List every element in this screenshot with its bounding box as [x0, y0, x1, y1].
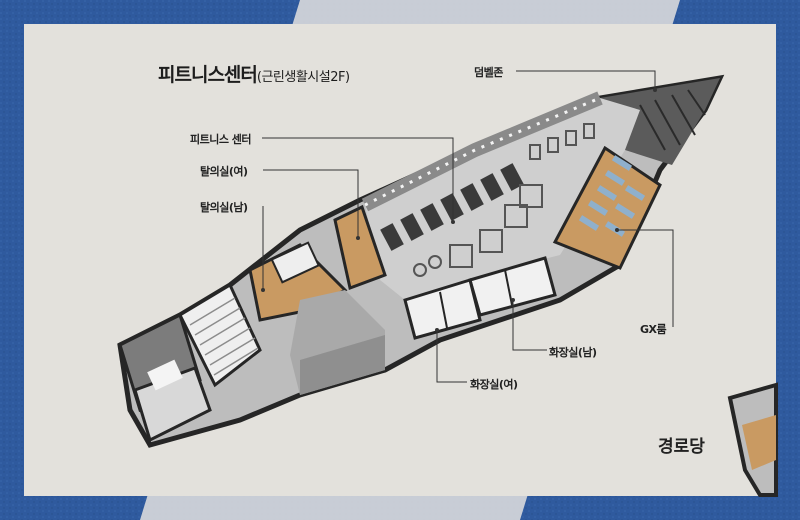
title-main: 피트니스센터	[158, 64, 258, 86]
leader-lines	[262, 70, 674, 383]
page-title: 피트니스센터(근린생활시설2F)	[158, 60, 350, 87]
locker-female-area	[333, 204, 387, 291]
label-restroom-male: 화장실(남)	[549, 346, 597, 359]
label-senior-center: 경로당	[658, 437, 705, 457]
machines	[413, 123, 595, 277]
label-fitness-center: 피트니스 센터	[190, 133, 252, 146]
dumbbell-zone-area	[600, 78, 720, 165]
label-dumbbell-zone: 덤벨존	[474, 66, 503, 79]
title-sub: (근린생활시설2F)	[256, 70, 350, 85]
gx-room-area	[552, 145, 662, 270]
label-locker-female: 탈의실(여)	[200, 165, 248, 178]
label-restroom-female: 화장실(여)	[470, 378, 518, 391]
label-gx-room: GX룸	[640, 323, 667, 336]
stairs-area	[178, 282, 262, 388]
treadmills	[380, 163, 524, 251]
label-locker-male: 탈의실(남)	[200, 201, 248, 214]
fitness-floor	[365, 98, 660, 300]
